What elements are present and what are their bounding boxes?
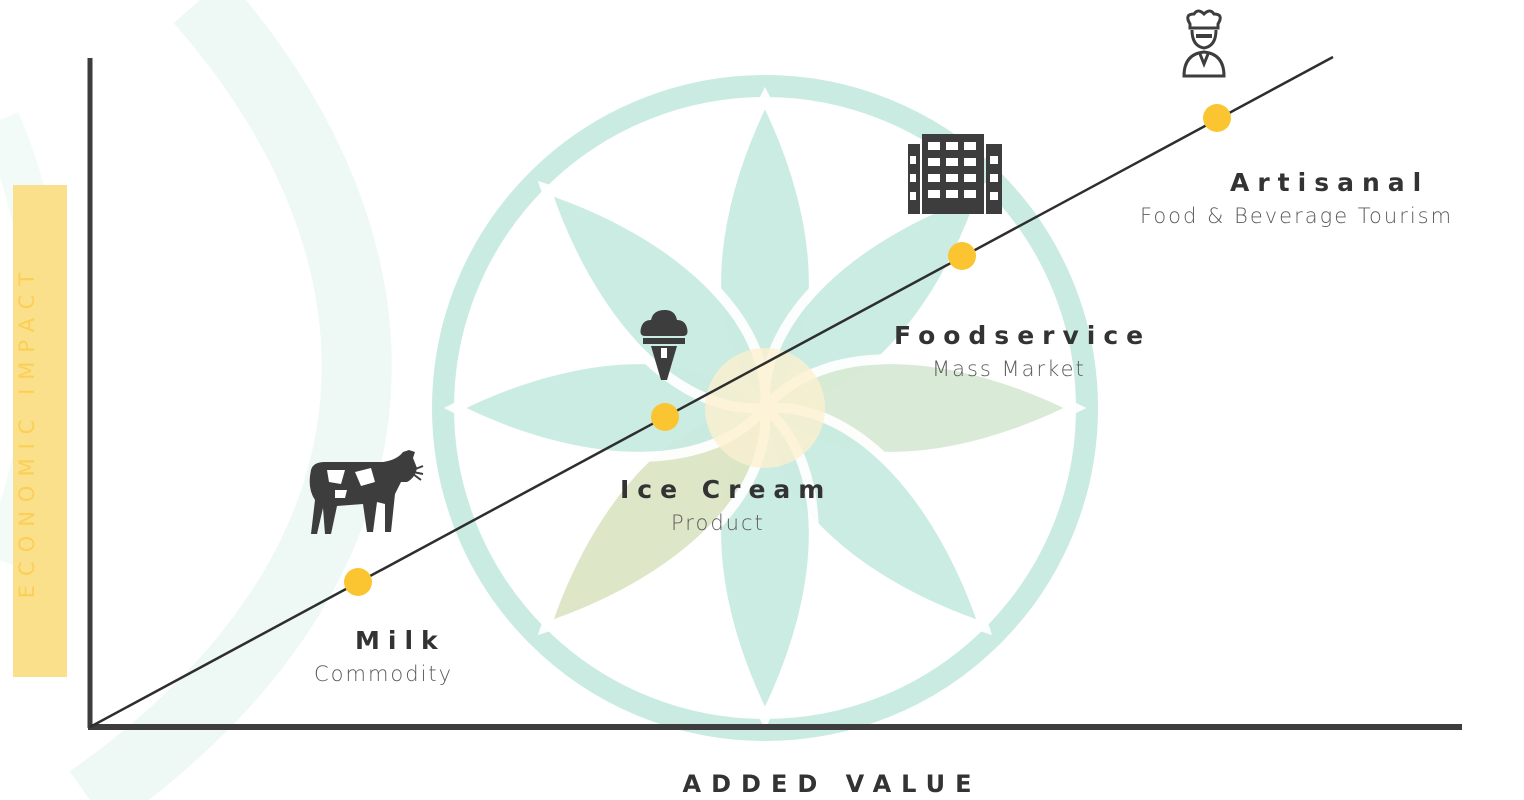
trend-line — [89, 55, 1334, 729]
milk-subtitle: Commodity — [314, 662, 454, 686]
point-milk — [344, 568, 372, 596]
building-icon — [908, 134, 1002, 214]
milk-title: Milk — [355, 626, 446, 655]
y-axis-label: ECONOMIC IMPACT — [15, 263, 39, 599]
x-axis-label: ADDED VALUE — [682, 770, 982, 798]
chef-icon — [1182, 9, 1226, 78]
point-ice-cream — [651, 403, 679, 431]
ice-cream-icon — [640, 310, 688, 380]
watermark-flower-logo — [432, 75, 1098, 741]
artisanal-subtitle: Food & Beverage Tourism — [1140, 204, 1454, 228]
point-artisanal — [1203, 104, 1231, 132]
ice-cream-subtitle: Product — [671, 511, 765, 535]
foodservice-title: Foodservice — [894, 321, 1152, 350]
watermark-petal — [537, 180, 771, 414]
artisanal-title: Artisanal — [1230, 168, 1430, 197]
cow-icon — [309, 450, 424, 534]
background-arc — [69, 0, 392, 800]
point-foodservice — [948, 242, 976, 270]
y-axis-label-band — [13, 185, 67, 677]
ice-cream-title: Ice Cream — [620, 475, 833, 504]
foodservice-subtitle: Mass Market — [932, 357, 1086, 381]
